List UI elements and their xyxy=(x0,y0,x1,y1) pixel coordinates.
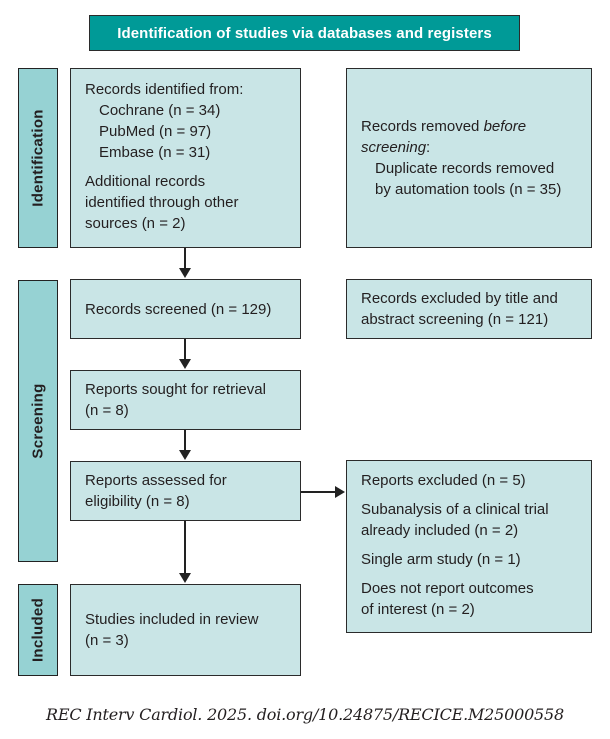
arrow-down-icon xyxy=(179,450,191,460)
connector-line xyxy=(184,521,186,574)
arrow-down-icon xyxy=(179,268,191,278)
additional-records-line: identified through other xyxy=(85,194,239,211)
records-removed-line2: screening: xyxy=(361,137,577,158)
reports-assessed-line: eligibility (n = 8) xyxy=(85,493,190,510)
citation: REC Interv Cardiol. 2025. doi.org/10.248… xyxy=(46,705,564,724)
box-records-screened: Records screened (n = 129) xyxy=(70,279,301,339)
exclusion-reason: Does not report outcomes xyxy=(361,580,534,597)
box-reports-excluded: Reports excluded (n = 5) Subanalysis of … xyxy=(346,460,592,633)
phase-label-included: Included xyxy=(29,597,47,663)
duplicate-records-line: by automation tools (n = 35) xyxy=(375,181,562,198)
records-screened-text: Records screened (n = 129) xyxy=(85,300,272,318)
box-records-identified: Records identified from: Cochrane (n = 3… xyxy=(70,68,301,248)
additional-records-line: Additional records xyxy=(85,173,206,190)
reports-sought-line: Reports sought for retrieval xyxy=(85,381,266,398)
exclusion-reason: Single arm study (n = 1) xyxy=(361,551,521,568)
studies-included-line: Studies included in review xyxy=(85,611,259,628)
source-pubmed: PubMed (n = 97) xyxy=(99,123,212,140)
studies-included-line: (n = 3) xyxy=(85,632,129,649)
source-cochrane: Cochrane (n = 34) xyxy=(99,102,221,119)
box-studies-included: Studies included in review (n = 3) xyxy=(70,584,301,676)
arrow-right-icon xyxy=(335,486,345,498)
phase-tab-screening: Screening xyxy=(18,280,58,562)
header-title: Identification of studies via databases … xyxy=(117,24,492,42)
exclusion-reason: Subanalysis of a clinical trial xyxy=(361,501,549,518)
phase-label-screening: Screening xyxy=(29,383,47,459)
exclusion-reason: already included (n = 2) xyxy=(361,522,519,539)
arrow-down-icon xyxy=(179,573,191,583)
reports-excluded-heading: Reports excluded (n = 5) xyxy=(361,472,526,489)
diagram-header: Identification of studies via databases … xyxy=(89,15,520,51)
box-records-removed: Records removed before screening: Duplic… xyxy=(346,68,592,248)
connector-line xyxy=(184,430,186,451)
connector-line xyxy=(184,248,186,268)
records-excluded-line: Records excluded by title and xyxy=(361,290,558,307)
phase-tab-included: Included xyxy=(18,584,58,676)
additional-records-line: sources (n = 2) xyxy=(85,215,186,232)
exclusion-reason: of interest (n = 2) xyxy=(361,601,475,618)
box-records-excluded: Records excluded by title and abstract s… xyxy=(346,279,592,339)
records-removed-emph: before xyxy=(483,118,527,135)
records-removed-prefix: Records removed xyxy=(361,118,484,135)
box-reports-assessed: Reports assessed for eligibility (n = 8) xyxy=(70,461,301,521)
records-excluded-line: abstract screening (n = 121) xyxy=(361,311,549,328)
connector-line xyxy=(301,491,336,493)
duplicate-records-line: Duplicate records removed xyxy=(375,160,555,177)
records-removed-colon: : xyxy=(426,139,431,156)
box-reports-sought: Reports sought for retrieval (n = 8) xyxy=(70,370,301,430)
phase-tab-identification: Identification xyxy=(18,68,58,248)
reports-sought-line: (n = 8) xyxy=(85,402,129,419)
source-embase: Embase (n = 31) xyxy=(99,144,211,161)
phase-label-identification: Identification xyxy=(29,109,47,207)
connector-line xyxy=(184,339,186,360)
reports-assessed-line: Reports assessed for xyxy=(85,472,227,489)
records-identified-heading: Records identified from: xyxy=(85,81,244,98)
arrow-down-icon xyxy=(179,359,191,369)
records-removed-line1: Records removed before xyxy=(361,116,577,137)
records-removed-emph2: screening xyxy=(361,139,427,156)
